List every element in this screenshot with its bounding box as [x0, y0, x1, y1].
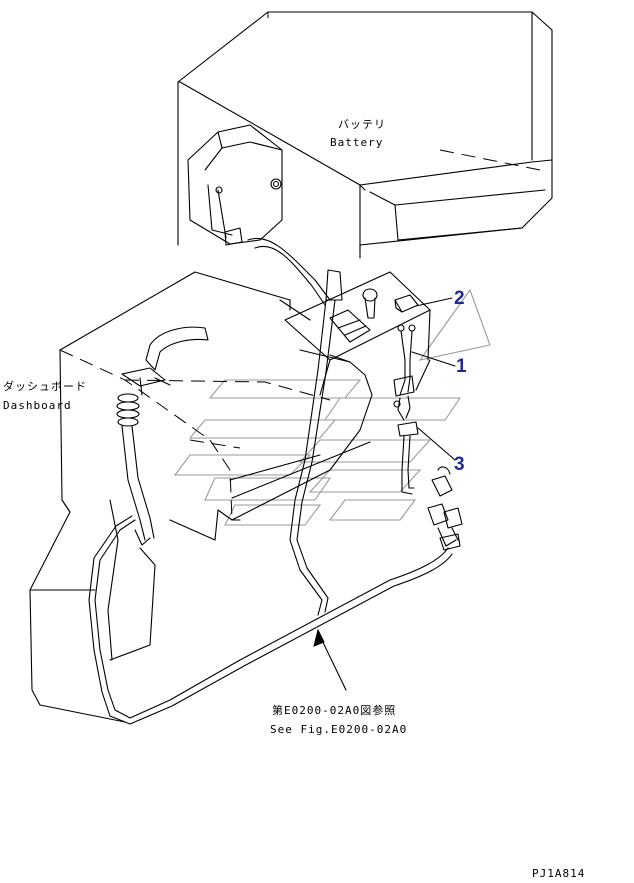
routing-cable [88, 515, 453, 725]
battery-label-en: Battery [330, 136, 383, 149]
dashboard-label-en: Dashboard [3, 399, 72, 412]
leader-lines [313, 297, 456, 691]
battery-label-jp: バッテリ [338, 118, 386, 131]
wire-harness [393, 330, 419, 495]
watermark-logo [173, 288, 491, 526]
battery-terminal-cover [187, 124, 283, 246]
battery-cable [247, 237, 343, 616]
switch-plate [284, 271, 431, 396]
dashboard-label-jp: ダッシュボード [3, 379, 87, 393]
clamp-and-connectors [427, 466, 463, 551]
dashboard [29, 271, 373, 723]
reference-label-en: See Fig.E0200-02A0 [270, 723, 407, 736]
callout-2: 2 [454, 288, 465, 309]
reference-label-jp: 第E0200-02A0図参照 [272, 703, 396, 717]
key-switch-cable [107, 326, 209, 661]
callout-3: 3 [454, 454, 465, 475]
callout-1: 1 [456, 356, 467, 377]
battery-box [177, 11, 553, 259]
drawing-code: PJ1A814 [532, 867, 585, 880]
